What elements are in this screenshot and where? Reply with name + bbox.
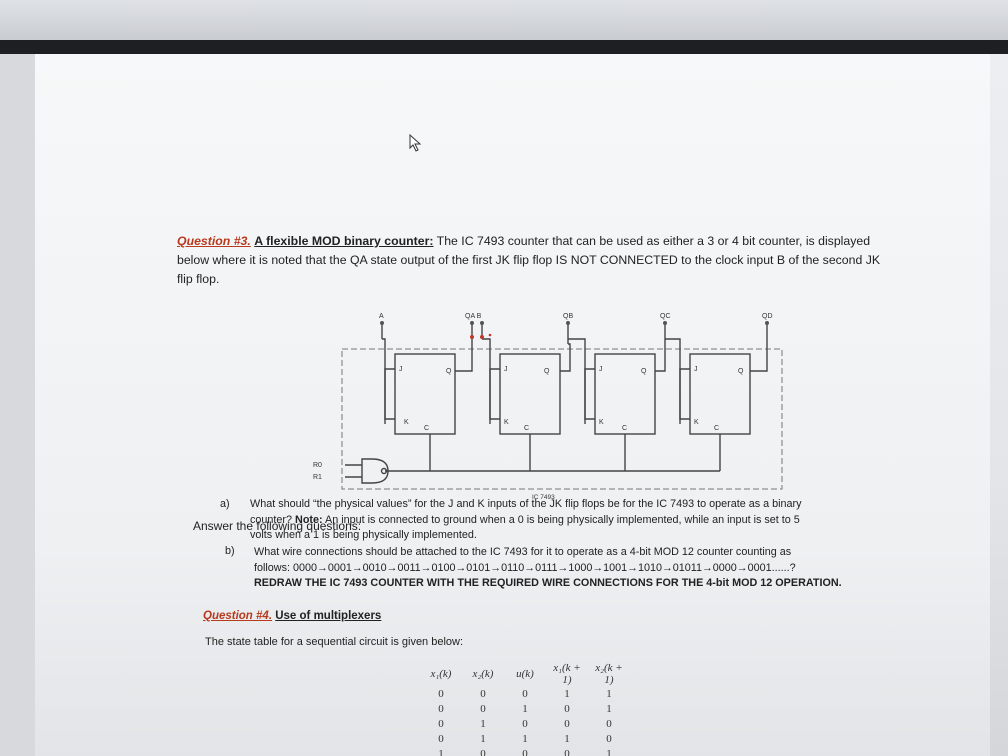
question-3-line3: flip flop. <box>177 272 220 286</box>
item-a-note: Note: <box>295 513 323 526</box>
document-page <box>35 54 990 756</box>
screen: Question #3. A flexible MOD binary count… <box>0 54 1008 756</box>
table-cell: 0 <box>564 748 570 756</box>
col-x2k1: x₂(k + 1) <box>595 662 623 686</box>
window-left-strip <box>0 54 35 756</box>
col-x1k: x₁(k) <box>430 668 452 680</box>
state-table: x₁(k) x₂(k) u(k) x₁(k + 1) x₂(k + 1) 0 0… <box>420 662 630 756</box>
item-a-label: a) <box>220 498 230 510</box>
pin-qd-label: QD <box>762 313 773 320</box>
pin-a-label: A <box>379 313 384 320</box>
question-3-number: Question #3. <box>177 234 251 248</box>
table-cell: 0 <box>438 733 444 745</box>
col-uk: u(k) <box>516 668 534 680</box>
ff4-q: Q <box>738 368 744 375</box>
reset-r1-label: R1 <box>313 474 322 481</box>
ff2-c: C <box>524 425 529 432</box>
table-cell: 0 <box>438 688 444 700</box>
table-cell: 0 <box>480 688 486 700</box>
table-cell: 0 <box>438 718 444 730</box>
table-cell: 1 <box>606 748 612 756</box>
table-cell: 0 <box>438 703 444 715</box>
table-row: 0 1 0 0 0 <box>420 716 630 731</box>
table-cell: 1 <box>522 703 528 715</box>
item-a-line3: volts when a 1 is being physically imple… <box>250 529 477 541</box>
item-b-line1: What wire connections should be attached… <box>254 546 792 558</box>
reset-r0-label: R0 <box>313 462 322 469</box>
flip-flop-b <box>499 353 561 435</box>
question-3-line1: The IC 7493 counter that can be used as … <box>433 234 871 248</box>
ff3-c: C <box>622 425 627 432</box>
flip-flop-c <box>594 353 656 435</box>
mouse-pointer-icon <box>409 134 422 152</box>
question-4-heading: Question #4. Use of multiplexers <box>203 610 381 622</box>
table-cell: 1 <box>606 703 612 715</box>
monitor-bezel <box>0 40 1008 54</box>
table-cell: 0 <box>522 688 528 700</box>
table-cell: 1 <box>564 733 570 745</box>
table-cell: 0 <box>564 703 570 715</box>
question-3-line2: below where it is noted that the QA stat… <box>177 253 881 267</box>
ff4-c: C <box>714 425 719 432</box>
ff1-c: C <box>424 425 429 432</box>
ff3-k: K <box>599 419 604 426</box>
ff3-j: J <box>599 366 603 373</box>
table-cell: 1 <box>606 688 612 700</box>
pin-qa-b-label: QA B <box>465 313 482 320</box>
ff3-q: Q <box>641 368 647 375</box>
table-row: 1 0 0 0 1 <box>420 746 630 756</box>
table-cell: 0 <box>606 733 612 745</box>
table-cell: 0 <box>480 703 486 715</box>
ff1-q: Q <box>446 368 452 375</box>
ff2-j: J <box>504 366 508 373</box>
ff4-k: K <box>694 419 699 426</box>
item-b-text: What wire connections should be attached… <box>254 545 914 592</box>
table-cell: 0 <box>480 748 486 756</box>
col-x1k1: x₁(k + 1) <box>553 662 581 686</box>
item-b-label: b) <box>225 545 235 557</box>
question-4-description: The state table for a sequential circuit… <box>205 636 464 648</box>
item-b-line2: follows: 0000→0001→0010→0011→0100→0101→0… <box>254 561 796 574</box>
col-x2k: x₂(k) <box>472 668 494 680</box>
flip-flop-a <box>394 353 456 435</box>
item-a-line1: What should “the physical values” for th… <box>250 498 802 510</box>
ff2-k: K <box>504 419 509 426</box>
ff1-k: K <box>404 419 409 426</box>
table-cell: 1 <box>438 748 444 756</box>
item-b-line3: REDRAW THE IC 7493 COUNTER WITH THE REQU… <box>254 577 842 589</box>
question-4-number: Question #4. <box>203 610 273 622</box>
question-3-text: Question #3. A flexible MOD binary count… <box>177 232 947 289</box>
ff1-j: J <box>399 366 403 373</box>
question-4-title: Use of multiplexers <box>275 610 382 622</box>
chip-label: IC 7493 <box>532 494 555 501</box>
question-3-title: A flexible MOD binary counter: <box>254 234 434 248</box>
table-cell: 0 <box>564 718 570 730</box>
table-cell: 0 <box>522 748 528 756</box>
ff2-q: Q <box>544 368 550 375</box>
table-row: 0 1 1 1 0 <box>420 731 630 746</box>
table-cell: 1 <box>564 688 570 700</box>
answer-intro: Answer the following questions: <box>193 519 362 533</box>
ic7493-circuit-diagram: A QA B QB QC QD J Q K C J Q K C J Q K C … <box>313 313 783 501</box>
table-row: 0 0 0 1 1 <box>420 686 630 701</box>
state-table-header: x₁(k) x₂(k) u(k) x₁(k + 1) x₂(k + 1) <box>420 662 630 686</box>
table-cell: 0 <box>606 718 612 730</box>
table-cell: 1 <box>480 733 486 745</box>
table-cell: 1 <box>480 718 486 730</box>
flip-flop-d <box>689 353 751 435</box>
item-a-text: What should “the physical values” for th… <box>250 497 910 544</box>
table-row: 0 0 1 0 1 <box>420 701 630 716</box>
pin-qc-label: QC <box>660 313 671 320</box>
table-cell: 0 <box>522 718 528 730</box>
item-a-line2-pre: counter? <box>250 513 296 526</box>
pin-qb-label: QB <box>563 313 573 320</box>
item-a-line2-post: An input is connected to ground when a 0… <box>322 513 800 526</box>
monitor-top-edge <box>0 0 1008 40</box>
table-cell: 1 <box>522 733 528 745</box>
ff4-j: J <box>694 366 698 373</box>
